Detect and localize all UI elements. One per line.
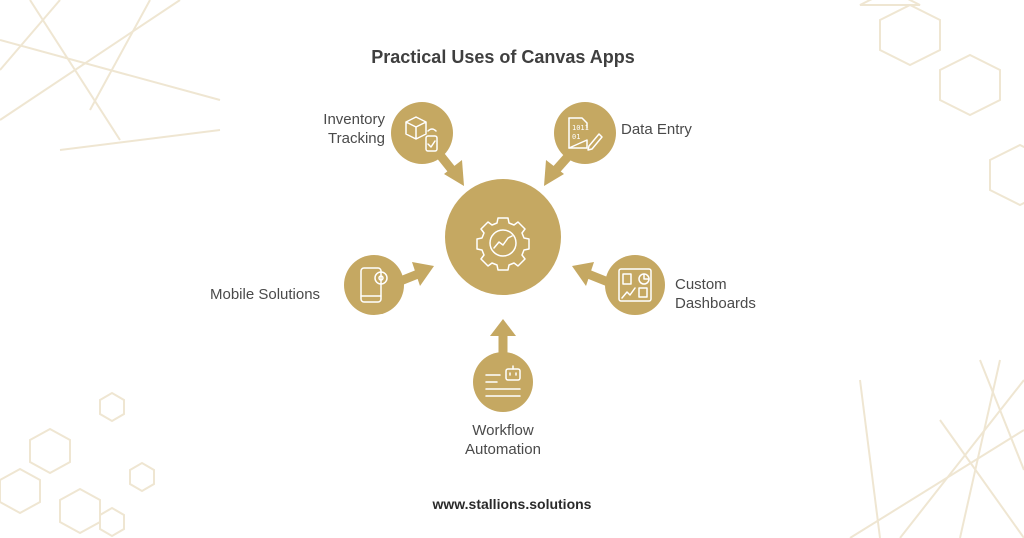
label-line: Inventory [323, 111, 385, 128]
center-circle [445, 179, 561, 295]
footer-url: www.stallions.solutions [432, 496, 592, 512]
label-mobile-solutions: Mobile Solutions [210, 286, 321, 303]
label-line: Custom [675, 276, 727, 293]
dashboard-icon [618, 268, 652, 302]
label-data-entry: Data Entry [621, 121, 692, 138]
robot-list-icon [485, 365, 521, 397]
label-custom-dashboards: Custom Dashboards [675, 275, 756, 313]
label-line: Automation [465, 441, 541, 458]
gear-chart-icon [476, 217, 530, 271]
label-line: Tracking [328, 130, 385, 147]
package-tablet-icon [405, 116, 438, 152]
label-workflow-automation: Workflow Automation [443, 421, 563, 459]
mobile-circle [344, 255, 404, 315]
label-line: Workflow [472, 422, 534, 439]
phone-gear-icon [360, 267, 388, 303]
dashboards-circle [605, 255, 665, 315]
label-line: Dashboards [675, 295, 756, 312]
label-inventory-tracking: Inventory Tracking [285, 110, 385, 148]
workflow-circle [473, 352, 533, 412]
binary-document-pencil-icon: 1011 01 [568, 117, 603, 151]
inventory-circle [391, 102, 453, 164]
arrow-workflow-to-center [490, 319, 516, 354]
svg-text:01: 01 [572, 133, 580, 141]
svg-text:1011: 1011 [572, 124, 589, 132]
page-title: Practical Uses of Canvas Apps [371, 47, 635, 67]
data-entry-circle [554, 102, 616, 164]
arrow-dashboards-to-center [572, 262, 610, 287]
